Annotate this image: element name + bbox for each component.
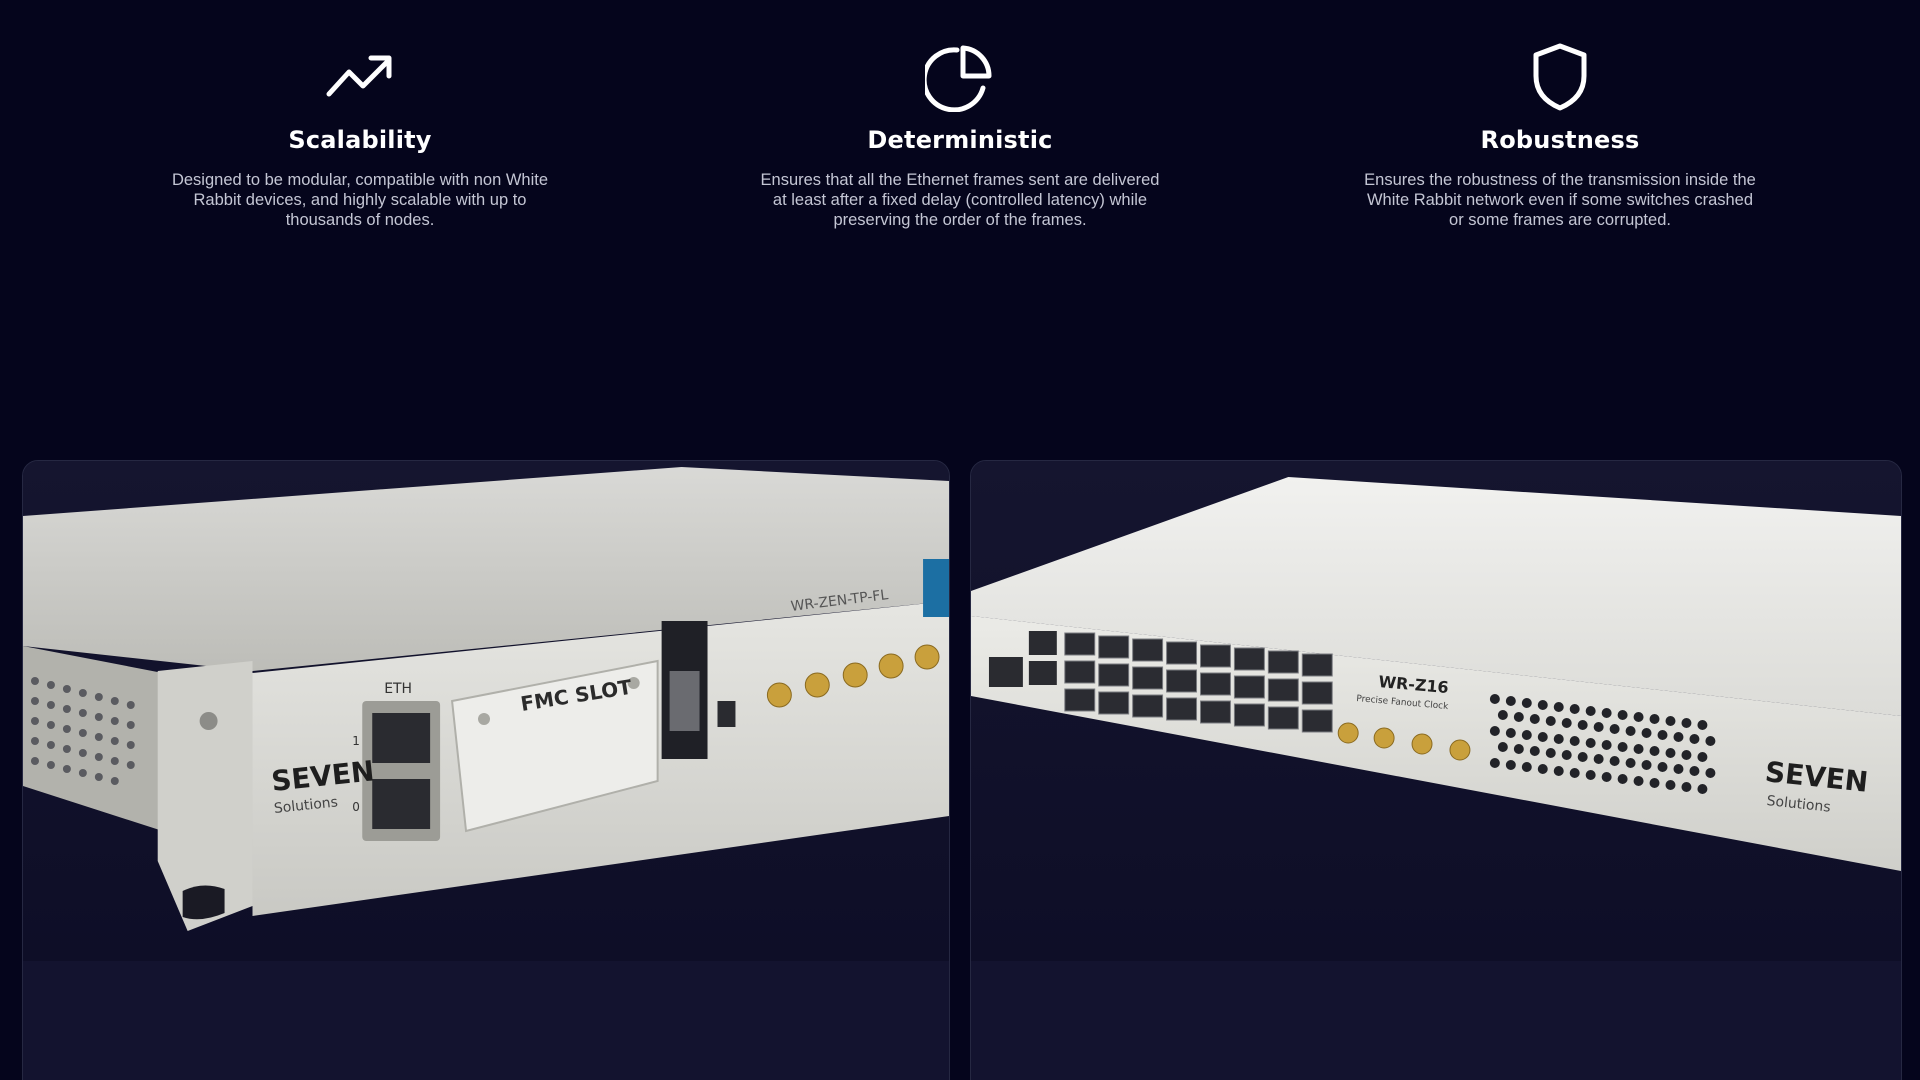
trending-up-icon bbox=[326, 55, 392, 97]
product-card-wr-zen[interactable]: ETH 1 0 FMC SLOT WR-ZEN-TP-FL bbox=[22, 460, 950, 1080]
product-image-wr-z16: WR-Z16 Precise Fanout Clock SEVEN Soluti… bbox=[971, 461, 1901, 961]
card-body bbox=[23, 961, 949, 1080]
eth-label: ETH bbox=[384, 681, 412, 697]
device-illustration: ETH 1 0 FMC SLOT WR-ZEN-TP-FL bbox=[23, 467, 949, 931]
shield-icon bbox=[1533, 43, 1587, 111]
feature-description: Designed to be modular, compatible with … bbox=[171, 171, 549, 229]
port-0-label: 0 bbox=[352, 800, 360, 814]
feature-title: Deterministic bbox=[867, 126, 1053, 154]
feature-deterministic: Deterministic Ensures that all the Ether… bbox=[750, 0, 1170, 230]
feature-description: Ensures that all the Ethernet frames sen… bbox=[760, 171, 1160, 229]
feature-description: Ensures the robustness of the transmissi… bbox=[1364, 171, 1756, 229]
features-section: Scalability Designed to be modular, comp… bbox=[0, 0, 1920, 260]
brand-sub-label: Solutions bbox=[1766, 793, 1831, 816]
feature-title: Scalability bbox=[288, 126, 432, 154]
feature-scalability: Scalability Designed to be modular, comp… bbox=[150, 0, 570, 230]
device-illustration: WR-Z16 Precise Fanout Clock SEVEN Soluti… bbox=[971, 477, 1901, 871]
pie-chart-icon bbox=[925, 45, 992, 112]
product-card-wr-z16[interactable]: WR-Z16 Precise Fanout Clock SEVEN Soluti… bbox=[970, 460, 1902, 1080]
feature-title: Robustness bbox=[1480, 126, 1640, 154]
product-image-wr-zen: ETH 1 0 FMC SLOT WR-ZEN-TP-FL bbox=[23, 461, 949, 961]
brand-sub-label: Solutions bbox=[273, 794, 338, 817]
card-body bbox=[971, 961, 1901, 1080]
feature-robustness: Robustness Ensures the robustness of the… bbox=[1350, 0, 1770, 230]
port-1-label: 1 bbox=[352, 734, 360, 748]
